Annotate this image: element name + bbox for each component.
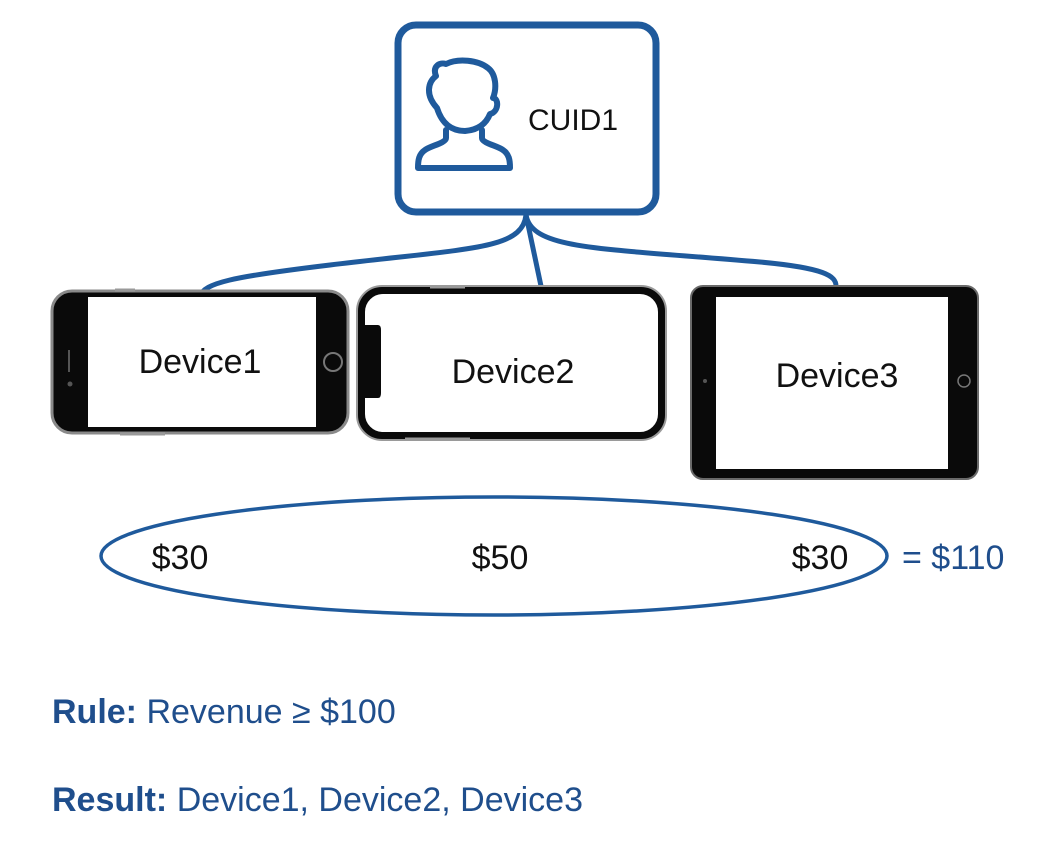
device1-home-button — [323, 352, 343, 372]
device3: Device3 — [690, 285, 979, 480]
device2-label: Device2 — [452, 353, 575, 391]
result-text: Device1, Device2, Device3 — [176, 781, 583, 819]
device1-revenue: $30 — [152, 539, 209, 577]
result-statement: Result: Device1, Device2, Device3 — [52, 781, 583, 820]
rule-label: Rule: — [52, 693, 137, 731]
revenue-group: $30 $50 $30 = $110 — [99, 495, 1004, 617]
user-id-label: CUID1 — [528, 104, 618, 137]
device2-frame — [357, 286, 666, 440]
connector-device1 — [197, 212, 529, 299]
rule-statement: Rule: Revenue ≥ $100 — [52, 693, 396, 732]
device1: Device1 — [50, 288, 350, 436]
device1-label: Device1 — [139, 343, 262, 381]
user-node: CUID1 — [394, 21, 660, 216]
device2-notch — [365, 325, 381, 398]
connector-device3 — [523, 212, 839, 289]
device3-home-button — [957, 374, 971, 388]
device2-frame-outline — [356, 285, 667, 441]
device1-screen — [88, 297, 316, 427]
device2-revenue: $50 — [472, 539, 529, 577]
connector-lines — [197, 212, 839, 299]
revenue-total: = $110 — [902, 539, 1004, 577]
result-label: Result: — [52, 781, 168, 819]
device3-label: Device3 — [776, 357, 899, 395]
device3-revenue: $30 — [792, 539, 849, 577]
device3-camera — [703, 379, 707, 383]
rule-text: Revenue ≥ $100 — [146, 693, 396, 731]
revenue-ellipse — [99, 495, 889, 617]
device1-camera — [67, 381, 73, 387]
user-icon — [415, 57, 513, 171]
device2: Device2 — [356, 285, 667, 441]
device3-screen — [716, 297, 948, 469]
